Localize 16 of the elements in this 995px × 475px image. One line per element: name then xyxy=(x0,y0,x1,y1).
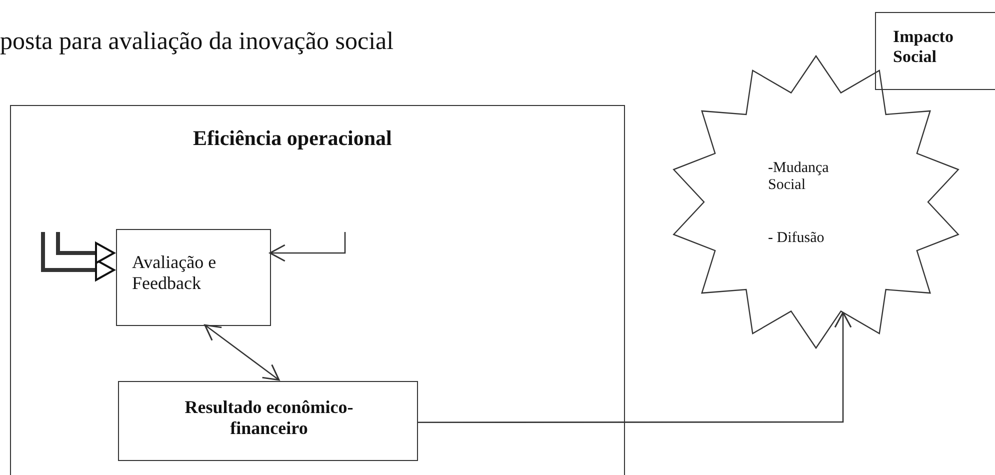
box-heading: Resultado econômico-financeiro xyxy=(184,397,354,438)
process-box xyxy=(875,12,995,90)
arrow xyxy=(417,312,852,424)
arrow xyxy=(269,232,346,262)
box-text: -Mudança Social xyxy=(768,160,830,194)
box-text: Avaliação e Feedback xyxy=(132,252,218,294)
diagram-title: posta para avaliação da inovação social xyxy=(0,28,394,57)
double-headed-arrow xyxy=(204,324,280,381)
block-arrow xyxy=(41,232,115,281)
process-box xyxy=(118,381,418,461)
group-box xyxy=(10,105,625,475)
box-heading: Eficiência operacional xyxy=(193,126,393,150)
block-arrow xyxy=(56,232,115,264)
process-box xyxy=(116,229,271,326)
box-text: - Difusão xyxy=(768,230,826,248)
box-heading: Impacto Social xyxy=(893,27,954,66)
